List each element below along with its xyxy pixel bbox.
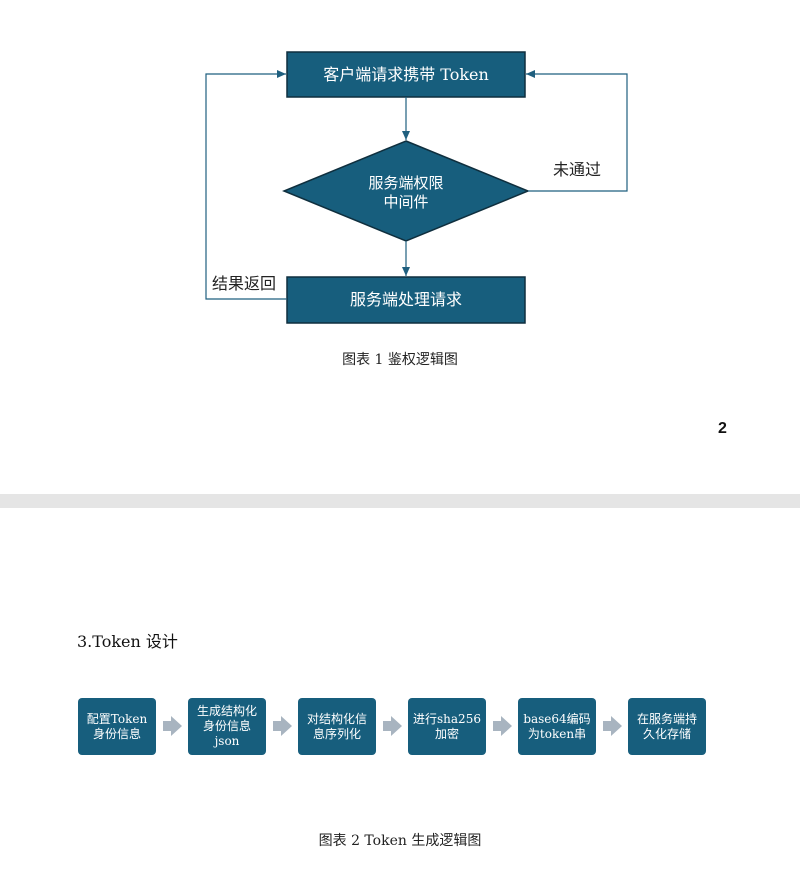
process-step-label: 生成结构化 身份信息 json: [196, 704, 257, 748]
decision-label-line1: 服务端权限: [368, 174, 443, 192]
client-request-box: [286, 51, 526, 98]
auth-flowchart: 客户端请求携带 Token 服务端权限 中间件 服务端处理请求 未通过 结果返回: [205, 51, 628, 324]
process-step-box: base64编码 为token串: [518, 698, 596, 755]
server-handle-box: [286, 276, 526, 324]
client-request-label: 客户端请求携带 Token: [323, 65, 489, 84]
process-step-box: 生成结构化 身份信息 json: [188, 698, 266, 755]
fail-label: 未通过: [553, 160, 601, 179]
page-separator: [0, 494, 800, 508]
process-step-box: 配置Token 身份信息: [78, 698, 156, 755]
process-step-label: 配置Token 身份信息: [86, 711, 148, 741]
connector-fail-loop: [526, 70, 628, 192]
figure1-caption: 图表 1 鉴权逻辑图: [342, 352, 458, 368]
decision-label-line2: 中间件: [383, 193, 428, 211]
page-number: 2: [718, 420, 727, 437]
process-step-label: base64编码 为token串: [523, 711, 591, 741]
connector-return-loop: [205, 70, 287, 300]
process-step-box: 进行sha256 加密: [408, 698, 486, 755]
process-step-box: 对结构化信 息序列化: [298, 698, 376, 755]
server-handle-label: 服务端处理请求: [350, 290, 462, 309]
process-step-label: 在服务端持 久化存储: [636, 711, 697, 741]
process-step-label: 进行sha256 加密: [413, 711, 481, 741]
return-label: 结果返回: [212, 274, 276, 293]
process-step-label: 对结构化信 息序列化: [306, 711, 367, 741]
section-heading: 3.Token 设计: [77, 632, 178, 651]
figure2-caption: 图表 2 Token 生成逻辑图: [318, 833, 482, 849]
process-step-box: 在服务端持 久化存储: [628, 698, 706, 755]
